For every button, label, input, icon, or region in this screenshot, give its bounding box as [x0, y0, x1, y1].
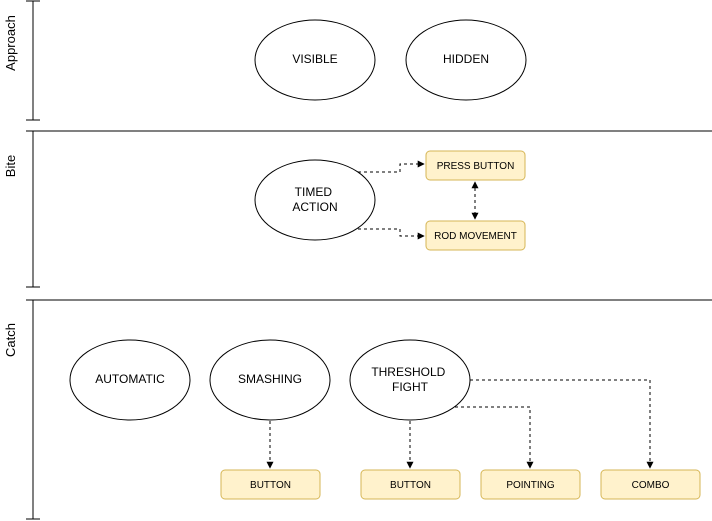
- node-button-smash-shape: [220, 469, 321, 500]
- node-hidden-shape: [405, 19, 527, 101]
- node-press-button[interactable]: PRESS BUTTON: [425, 150, 526, 181]
- edge-threshold-to-combo: [470, 379, 654, 469]
- node-pointing-shape: [480, 469, 581, 500]
- node-timed-action-line-2: ACTION: [292, 200, 337, 214]
- node-timed-action[interactable]: TIMED ACTION: [254, 159, 376, 241]
- edge-timed-action-to-press-button: [358, 160, 425, 173]
- swimlane-bite: Bite: [3, 130, 40, 288]
- lane-label-bite: Bite: [3, 155, 18, 177]
- node-button-threshold-shape: [360, 469, 461, 500]
- node-combo-shape: [600, 469, 701, 500]
- node-timed-action-line-1: TIMED: [295, 185, 333, 199]
- node-button-threshold[interactable]: BUTTON: [360, 469, 461, 500]
- node-timed-action-shape: [254, 159, 376, 241]
- node-automatic-shape: [69, 339, 191, 421]
- node-button-smash-label: BUTTON: [250, 480, 291, 491]
- node-smashing[interactable]: SMASHING: [209, 339, 331, 421]
- node-threshold-fight-line-2: FIGHT: [392, 380, 429, 394]
- lane-label-approach: Approach: [3, 15, 18, 71]
- node-pointing[interactable]: POINTING: [480, 469, 581, 500]
- node-combo[interactable]: COMBO: [600, 469, 701, 500]
- edge-threshold-to-pointing: [455, 406, 534, 469]
- swimlane-approach: Approach: [3, 0, 40, 121]
- node-threshold-fight[interactable]: THRESHOLD FIGHT: [349, 339, 471, 421]
- node-visible[interactable]: VISIBLE: [254, 19, 376, 101]
- node-smashing-shape: [209, 339, 331, 421]
- node-visible-label: VISIBLE: [292, 52, 337, 66]
- node-rod-movement-label: ROD MOVEMENT: [434, 231, 517, 242]
- node-hidden[interactable]: HIDDEN: [405, 19, 527, 101]
- node-automatic[interactable]: AUTOMATIC: [69, 339, 191, 421]
- node-press-button-label: PRESS BUTTON: [437, 161, 515, 172]
- node-threshold-fight-line-1: THRESHOLD: [371, 365, 445, 379]
- lane-label-catch: Catch: [3, 323, 18, 357]
- node-rod-movement[interactable]: ROD MOVEMENT: [425, 220, 526, 251]
- node-timed-action-label: TIMED ACTION: [292, 185, 337, 214]
- node-automatic-label: AUTOMATIC: [95, 372, 165, 386]
- node-button-threshold-label: BUTTON: [390, 480, 431, 491]
- node-button-smash[interactable]: BUTTON: [220, 469, 321, 500]
- node-threshold-fight-label: THRESHOLD FIGHT: [371, 365, 448, 394]
- node-visible-shape: [254, 19, 376, 101]
- node-hidden-label: HIDDEN: [443, 52, 489, 66]
- swimlane-catch: Catch: [3, 299, 40, 520]
- node-rod-movement-shape: [425, 220, 526, 251]
- node-pointing-label: POINTING: [506, 480, 555, 491]
- edge-timed-action-to-rod-movement: [358, 228, 425, 240]
- node-press-button-shape: [425, 150, 526, 181]
- node-smashing-label: SMASHING: [238, 372, 302, 386]
- node-combo-label: COMBO: [632, 480, 670, 491]
